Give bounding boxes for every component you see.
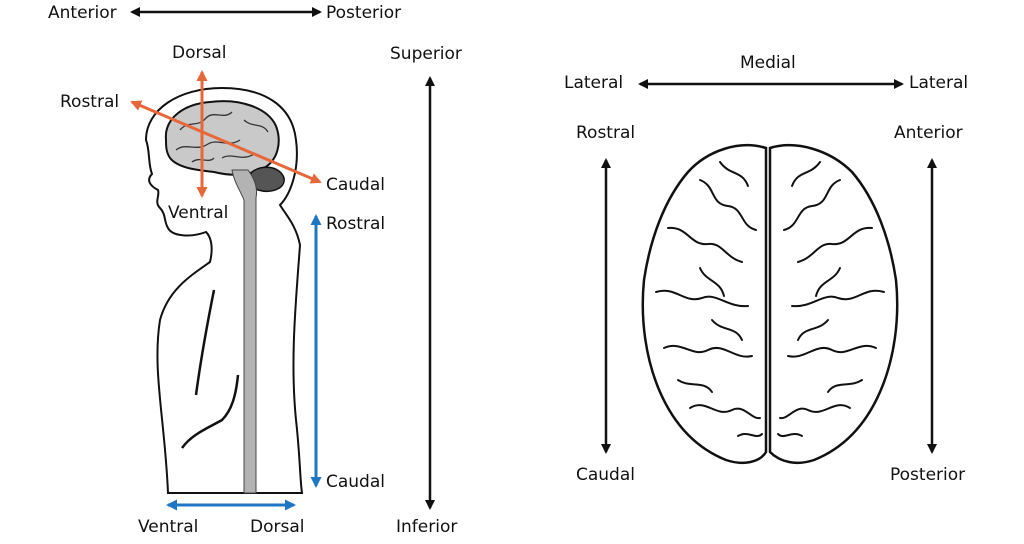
brain-side-view [164,100,280,176]
brain-top-gyri [655,161,885,437]
spinal-rostral-label: Rostral [326,214,385,234]
caudal-label: Caudal [576,465,635,485]
spinal-dorsal-label: Dorsal [250,517,304,537]
brain-rostral-label: Rostral [60,92,119,112]
lateral-left-label: Lateral [564,73,623,93]
right-hemisphere [768,144,899,464]
rostral-caudal-arrow [130,100,322,184]
arm-line [194,289,216,396]
left-hemisphere [641,144,768,464]
brain-caudal-label: Caudal [326,175,385,195]
hand-line [180,374,240,449]
brain-top-view [641,144,899,464]
spinal-ventral-label: Ventral [138,517,198,537]
inferior-label: Inferior [396,517,457,537]
rostral-label: Rostral [576,123,635,143]
superior-label: Superior [390,44,462,64]
spinal-caudal-label: Caudal [326,472,385,492]
lateral-right-label: Lateral [909,73,968,93]
brain-ventral-label: Ventral [168,203,228,223]
posterior-label: Posterior [890,465,965,485]
medial-label: Medial [740,53,796,73]
anterior-label: Anterior [48,3,117,23]
posterior-label: Posterior [326,3,401,23]
brain-dorsal-label: Dorsal [172,43,226,63]
anterior-label-right: Anterior [894,123,963,143]
